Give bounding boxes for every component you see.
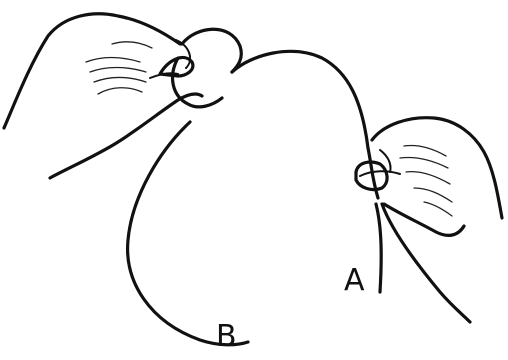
point-b-label: B bbox=[216, 319, 237, 354]
left-hand-icon bbox=[4, 14, 202, 178]
rubber-sheet-left-edge bbox=[128, 122, 248, 345]
pinched-knob bbox=[173, 29, 242, 107]
inner-fold-line bbox=[376, 204, 381, 292]
point-a-label: A bbox=[344, 263, 365, 298]
